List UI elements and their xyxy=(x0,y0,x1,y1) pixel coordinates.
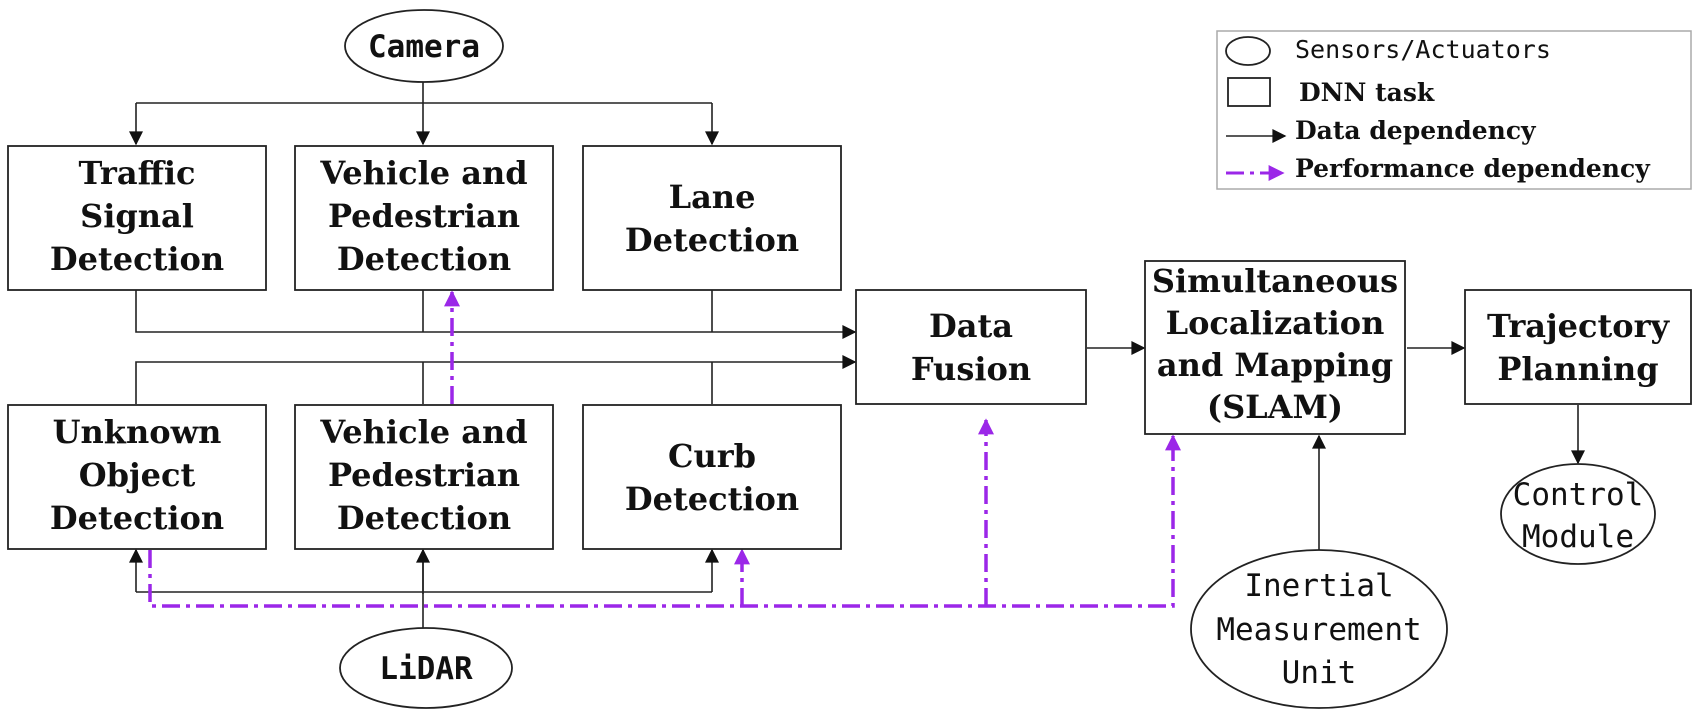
lane-label-line-2: Detection xyxy=(625,221,799,259)
trajectory-label-line-1: Trajectory xyxy=(1487,307,1670,345)
camera-label: Camera xyxy=(368,29,480,65)
vehped-bottom-label-line-1: Vehicle and xyxy=(319,413,527,451)
task-trajectory-planning: Trajectory Planning xyxy=(1464,289,1692,405)
traffic-signal-label-line-3: Detection xyxy=(50,240,224,278)
traffic-signal-label-line-2: Signal xyxy=(80,197,194,235)
slam-label-line-3: and Mapping xyxy=(1157,346,1393,384)
sensor-imu: Inertial Measurement Unit xyxy=(1190,549,1448,709)
unknown-object-label-line-3: Detection xyxy=(50,499,224,537)
lane-label-line-1: Lane xyxy=(669,178,756,216)
legend-rectangle-icon xyxy=(1227,77,1271,107)
edge-top-row-fusion xyxy=(135,290,857,339)
trajectory-label-line-2: Planning xyxy=(1497,350,1658,388)
actuator-control-module: Control Module xyxy=(1500,463,1656,565)
performance-dependency-edges xyxy=(148,290,1181,608)
legend-frame xyxy=(1216,30,1692,190)
vehped-bottom-label-line-2: Pedestrian xyxy=(328,456,520,494)
legend-sensors-actuators: Sensors/Actuators xyxy=(1295,35,1551,64)
imu-label-line-2: Measurement xyxy=(1216,612,1421,648)
data-fusion-label-line-1: Data xyxy=(929,307,1013,345)
task-slam: Simultaneous Localization and Mapping (S… xyxy=(1144,260,1406,435)
curb-label-line-2: Detection xyxy=(625,480,799,518)
task-vehicle-pedestrian-detection-camera: Vehicle and Pedestrian Detection xyxy=(294,145,554,291)
perf-edge-bus xyxy=(148,434,1181,608)
task-vehicle-pedestrian-detection-lidar: Vehicle and Pedestrian Detection xyxy=(294,404,554,550)
vehped-top-label-line-1: Vehicle and xyxy=(319,154,527,192)
traffic-signal-label-line-1: Traffic xyxy=(79,154,196,192)
slam-label-line-4: (SLAM) xyxy=(1207,388,1343,426)
legend: Sensors/Actuators DNN task Data dependen… xyxy=(1216,30,1692,190)
task-data-fusion: Data Fusion xyxy=(855,289,1087,405)
task-lane-detection: Lane Detection xyxy=(582,145,842,291)
curb-label-line-1: Curb xyxy=(668,437,756,475)
legend-dnn-task: DNN task xyxy=(1299,78,1435,107)
legend-ellipse-icon xyxy=(1225,36,1271,66)
vehped-top-label-line-2: Pedestrian xyxy=(328,197,520,235)
sensor-camera: Camera xyxy=(344,9,504,83)
control-module-label-line-1: Control xyxy=(1513,477,1644,513)
task-traffic-signal-detection: Traffic Signal Detection xyxy=(7,145,267,291)
lidar-label: LiDAR xyxy=(379,651,473,687)
task-unknown-object-detection: Unknown Object Detection xyxy=(7,404,267,550)
legend-data-dependency: Data dependency xyxy=(1295,116,1537,145)
imu-label-line-3: Unit xyxy=(1282,655,1357,691)
data-dependency-edges xyxy=(129,82,1585,636)
data-fusion-label-line-2: Fusion xyxy=(911,350,1031,388)
edge-bottom-row-fusion xyxy=(135,355,857,404)
task-curb-detection: Curb Detection xyxy=(582,404,842,550)
unknown-object-label-line-2: Object xyxy=(79,456,196,494)
vehped-top-label-line-3: Detection xyxy=(337,240,511,278)
control-module-label-line-2: Module xyxy=(1522,519,1634,555)
sensor-lidar: LiDAR xyxy=(339,627,513,709)
legend-performance-dependency: Performance dependency xyxy=(1295,154,1651,183)
slam-label-line-1: Simultaneous xyxy=(1152,262,1398,300)
imu-label-line-1: Inertial xyxy=(1244,568,1393,604)
slam-label-line-2: Localization xyxy=(1166,304,1385,342)
vehped-bottom-label-line-3: Detection xyxy=(337,499,511,537)
unknown-object-label-line-1: Unknown xyxy=(53,413,222,451)
